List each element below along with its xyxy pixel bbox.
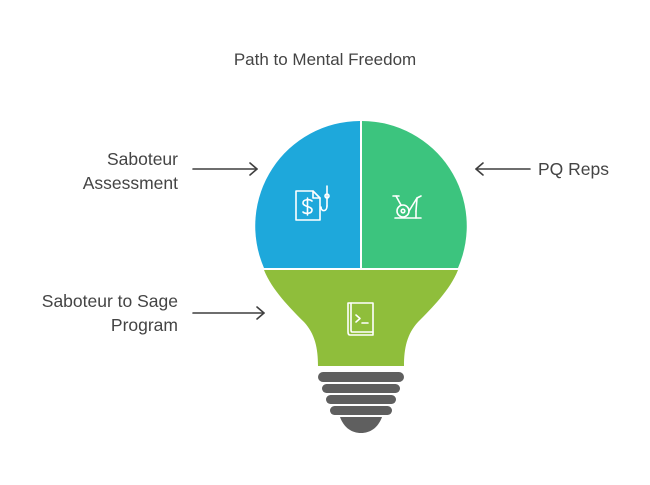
label-saboteur-assessment: Saboteur Assessment (83, 147, 178, 195)
label-line: Assessment (82, 173, 178, 193)
bulb-base (318, 372, 404, 433)
terminal-book-icon (347, 302, 374, 336)
label-line: Program (110, 315, 178, 335)
segment-saboteur-to-sage-program (264, 270, 458, 366)
exercise-bike-icon (392, 195, 422, 219)
arrow-to-pq-reps (475, 162, 531, 176)
label-line: Saboteur (106, 149, 178, 169)
label-line: Saboteur to Sage (41, 291, 178, 311)
diagram-title: Path to Mental Freedom (233, 50, 417, 69)
segment-saboteur-assessment (255, 121, 360, 268)
label-saboteur-to-sage-program: Saboteur to Sage Program (42, 289, 178, 337)
segment-pq-reps (362, 121, 467, 268)
dollar-document-hook-icon (295, 185, 330, 221)
arrow-to-program (192, 306, 265, 320)
arrow-to-assessment (192, 162, 258, 176)
label-pq-reps: PQ Reps (538, 157, 609, 181)
label-line: PQ Reps (538, 159, 609, 179)
